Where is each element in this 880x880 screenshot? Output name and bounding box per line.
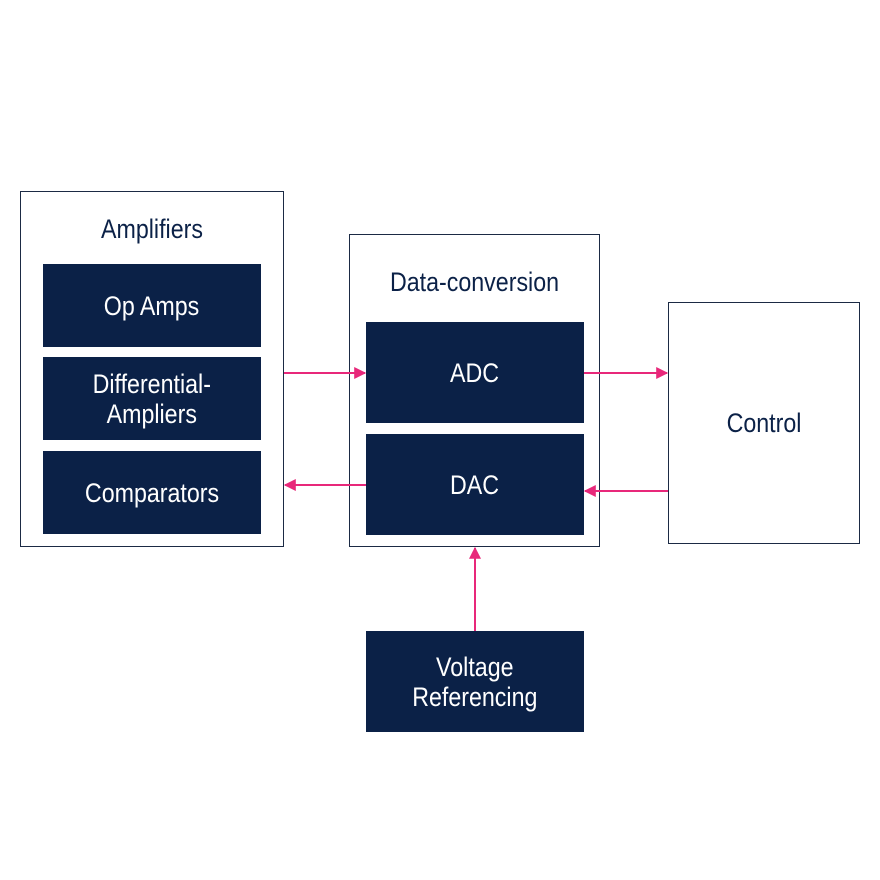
control-box: Control [668,302,860,544]
amplifiers-group: Amplifiers Op Amps Differential- Amplier… [20,191,284,547]
voltage-referencing-block: Voltage Referencing [366,631,584,732]
voltage-referencing-label: Voltage Referencing [412,651,538,712]
op-amps-label: Op Amps [104,290,200,321]
dac-label: DAC [450,469,500,500]
differential-amplifiers-block: Differential- Ampliers [43,357,261,440]
comparators-block: Comparators [43,451,261,534]
adc-label: ADC [450,357,500,388]
data-conversion-group: Data-conversion ADC DAC [349,234,600,547]
differential-amplifiers-label: Differential- Ampliers [92,368,212,429]
adc-block: ADC [366,322,584,423]
op-amps-block: Op Amps [43,264,261,347]
comparators-label: Comparators [84,477,220,508]
control-label: Control [726,408,802,438]
amplifiers-title: Amplifiers [101,214,203,244]
data-conversion-title: Data-conversion [389,267,560,297]
dac-block: DAC [366,434,584,535]
